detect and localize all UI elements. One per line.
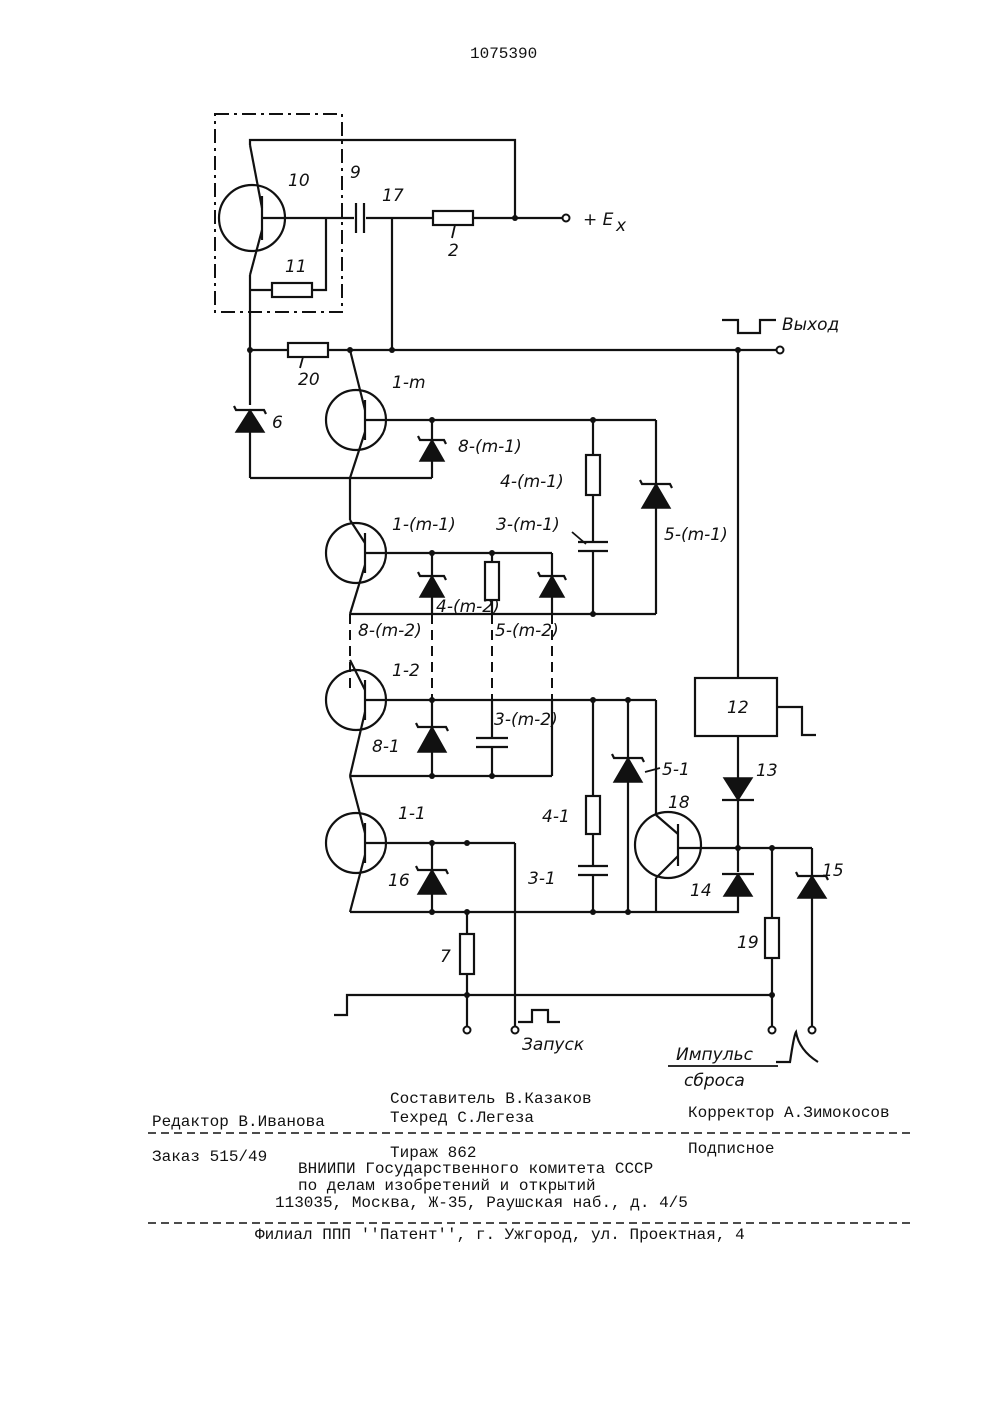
supply-subscript: x: [615, 216, 627, 236]
diode-16: [416, 843, 448, 912]
junction-t11-base: [464, 840, 470, 846]
label-5-m-2: 5-(m-2): [495, 621, 559, 641]
diode-14: [722, 874, 754, 896]
label-20: 20: [298, 370, 320, 390]
ground-terminal-right[interactable]: [769, 1027, 776, 1034]
leader-20: [300, 357, 303, 368]
label-12: 12: [727, 698, 749, 718]
label-19: 19: [737, 933, 759, 953]
reset-terminal[interactable]: [809, 1027, 816, 1034]
label-1-m: 1-m: [392, 373, 426, 393]
start-terminal[interactable]: [512, 1027, 519, 1034]
ground-bus: [334, 995, 772, 1015]
label-10: 10: [288, 171, 310, 191]
resistor-11: [272, 283, 312, 297]
ground-terminal-left[interactable]: [464, 1027, 471, 1034]
imprint-corrector: Корректор А.Зимокосов: [688, 1104, 890, 1122]
imprint-org-line3: 113035, Москва, Ж-35, Раушская наб., д. …: [275, 1194, 688, 1212]
diode-8-1: [416, 700, 448, 776]
diode-5-1: [612, 754, 644, 782]
imprint-org-line2: по делам изобретений и открытий: [298, 1177, 596, 1195]
block-12-ground: [777, 707, 816, 735]
label-3-m-2: 3-(m-2): [494, 710, 558, 730]
label-15: 15: [822, 861, 844, 881]
resistor-19: [765, 918, 779, 958]
label-18: 18: [668, 793, 690, 813]
junction-c31-bottom: [590, 909, 596, 915]
resistor-7: [460, 934, 474, 974]
label-8-m-2: 8-(m-2): [358, 621, 422, 641]
label-1-m-1: 1-(m-1): [392, 515, 456, 535]
leader-2: [452, 225, 455, 238]
label-7: 7: [440, 947, 451, 967]
patent-number: 1075390: [470, 45, 537, 63]
resistor-4-m-2: [485, 562, 499, 600]
label-11: 11: [285, 257, 307, 277]
leader-5-1: [645, 768, 660, 772]
label-8-m-1: 8-(m-1): [458, 437, 522, 457]
label-16: 16: [388, 871, 410, 891]
output-label: Выход: [782, 315, 839, 335]
junction-d51-bottom: [625, 909, 631, 915]
junction-c17-bus: [389, 347, 395, 353]
label-5-1: 5-1: [662, 760, 690, 780]
resistor-4-1: [586, 796, 600, 834]
transistor-1-m: [326, 350, 656, 478]
label-4-m-1: 4-(m-1): [500, 472, 564, 492]
imprint-subscription: Подписное: [688, 1140, 774, 1158]
imprint-composer: Составитель В.Казаков: [390, 1090, 592, 1108]
label-13: 13: [756, 761, 778, 781]
junction-supply: [512, 215, 518, 221]
imprint-editor: Редактор В.Иванова: [152, 1113, 325, 1131]
label-14: 14: [690, 881, 712, 901]
label-17: 17: [382, 186, 404, 206]
label-1-1: 1-1: [398, 804, 426, 824]
reset-pulse-symbol: [776, 1032, 818, 1062]
output-pulse-symbol: [722, 320, 776, 333]
diode-5-m-1: [640, 480, 672, 508]
label-9: 9: [350, 163, 361, 183]
start-pulse-symbol: [518, 1010, 560, 1022]
transistor-18: [635, 812, 812, 878]
label-2: 2: [448, 241, 459, 261]
label-4-m-2: 4-(m-2): [436, 597, 500, 617]
resistor-20: [288, 343, 328, 357]
transistor-10: [219, 145, 326, 275]
reset-label-line2: сброса: [684, 1071, 745, 1091]
diode-8-m-1: [418, 420, 446, 478]
imprint-branch: Филиал ППП ''Патент'', г. Ужгород, ул. П…: [255, 1226, 745, 1244]
supply-terminal[interactable]: [563, 215, 570, 222]
diode-5-m-2: [538, 553, 566, 614]
junction-c3m1-bottom: [590, 611, 596, 617]
start-label: Запуск: [522, 1035, 585, 1055]
label-5-m-1: 5-(m-1): [664, 525, 728, 545]
zener-6: [234, 406, 266, 432]
imprint-order: Заказ 515/49: [152, 1148, 267, 1166]
resistor-2: [433, 211, 473, 225]
imprint-techred: Техред С.Легеза: [390, 1109, 534, 1127]
label-3-m-1: 3-(m-1): [496, 515, 560, 535]
diode-13: [722, 778, 754, 800]
resistor-4-m-1: [586, 455, 600, 495]
output-terminal[interactable]: [777, 347, 784, 354]
imprint-org-line1: ВНИИПИ Государственного комитета СССР: [298, 1160, 653, 1178]
wire-r11-right: [312, 218, 326, 290]
label-6: 6: [272, 413, 283, 433]
label-4-1: 4-1: [542, 807, 570, 827]
supply-label: + E: [583, 210, 614, 230]
label-8-1: 8-1: [372, 737, 400, 757]
reset-label-line1: Импульс: [676, 1045, 754, 1065]
junction-left-bus: [247, 347, 253, 353]
label-1-2: 1-2: [392, 661, 420, 681]
label-3-1: 3-1: [528, 869, 556, 889]
